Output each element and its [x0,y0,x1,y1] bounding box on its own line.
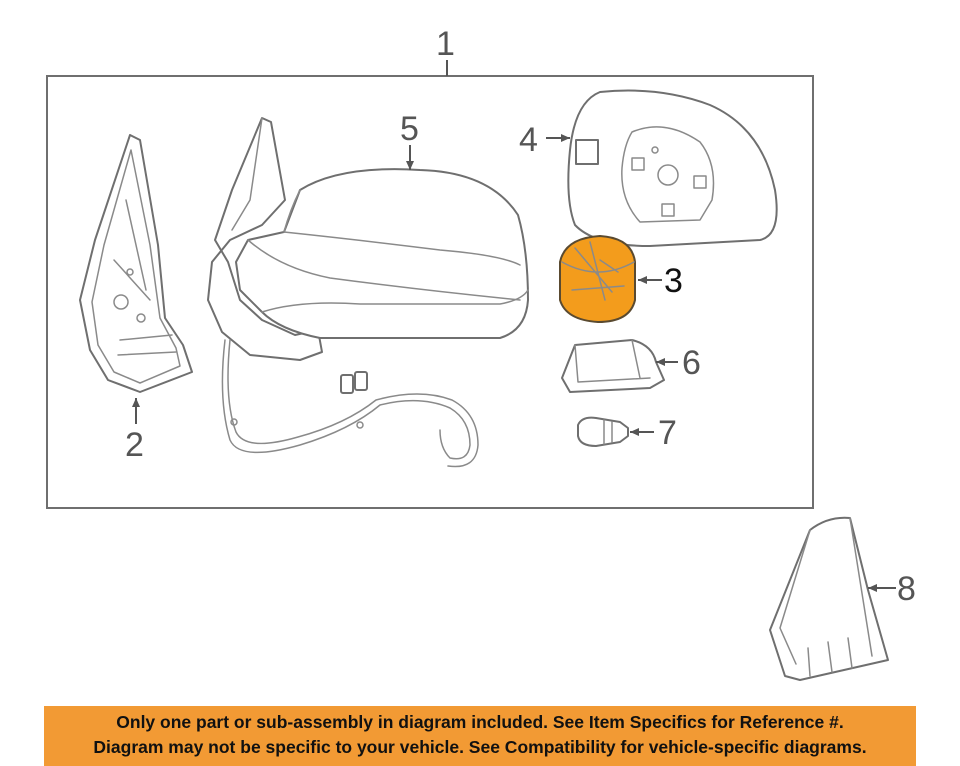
callout-1: 1 [436,25,455,63]
part-8-cover [769,516,889,681]
callout-4: 4 [519,121,538,159]
part-3-actuator-highlighted [559,234,636,324]
callout-3: 3 [664,262,683,300]
part-5-housing-cover [235,168,529,339]
disclaimer-line-2: Diagram may not be specific to your vehi… [93,737,867,757]
callout-5: 5 [400,110,419,148]
callout-7: 7 [658,414,677,452]
part-7-bulb [577,416,629,447]
disclaimer-banner: Only one part or sub-assembly in diagram… [44,706,916,766]
callout-6: 6 [682,344,701,382]
assembly-frame [46,75,814,509]
disclaimer-line-1: Only one part or sub-assembly in diagram… [116,712,844,732]
callout-8: 8 [897,570,916,608]
part-3-body [559,234,636,324]
mirror-mount-base [207,117,323,361]
wiring-harness [221,339,479,468]
part-4-mirror-glass [567,89,778,247]
part-6-lamp-housing [561,339,665,393]
callout-2: 2 [125,426,144,464]
part-2-base-gasket [79,134,193,393]
